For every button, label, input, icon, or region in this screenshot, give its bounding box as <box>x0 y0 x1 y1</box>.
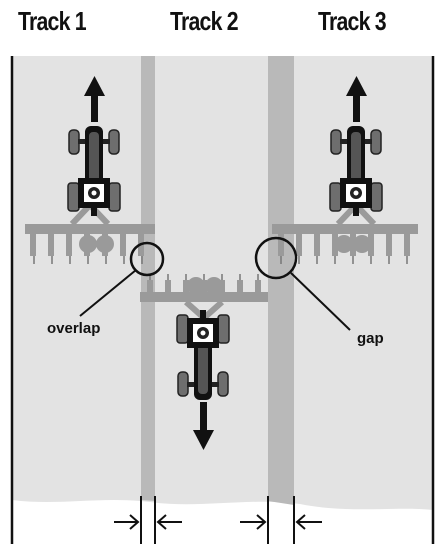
track-2-label: Track 2 <box>170 6 239 36</box>
gap-width-marker <box>240 496 322 544</box>
arrow-up-icon-track-1 <box>84 76 105 122</box>
track-1-label: Track 1 <box>18 6 87 36</box>
overlap-width-marker <box>114 496 182 544</box>
gap-label: gap <box>357 330 384 347</box>
overlap-label: overlap <box>47 320 100 337</box>
arrow-up-icon-track-3 <box>346 76 367 122</box>
arrow-down-icon-track-2 <box>193 402 214 450</box>
gap-strip <box>268 56 294 505</box>
overlap-strip <box>141 56 155 501</box>
overlap-callout-circle <box>129 241 165 277</box>
gap-callout-circle <box>254 236 298 280</box>
track-3-label: Track 3 <box>318 6 387 36</box>
